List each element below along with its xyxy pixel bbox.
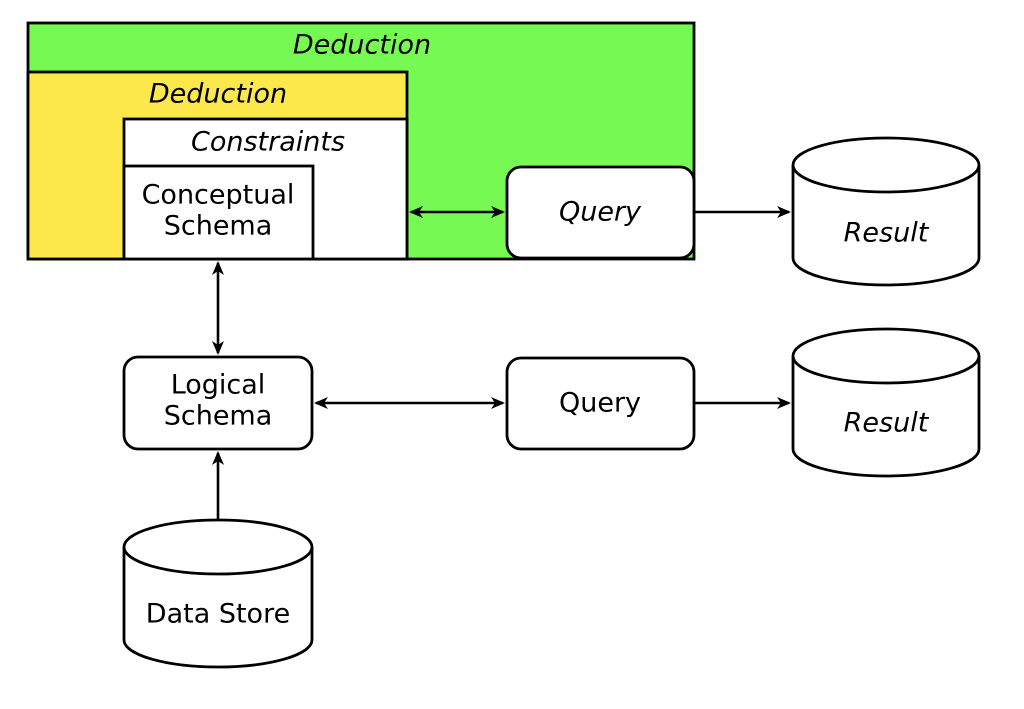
query-bottom-box: Query [505, 356, 696, 451]
result-top-label: Result [844, 218, 930, 249]
data-store-label: Data Store [146, 599, 290, 630]
logical-schema-rect [122, 355, 314, 451]
data-store-cylinder: Data Store [122, 518, 314, 669]
query-top-label: Query [559, 197, 642, 228]
data-store-lid [122, 518, 314, 576]
query-bottom-label: Query [559, 388, 641, 419]
result-top-cylinder: Result [791, 136, 981, 287]
conceptual-schema-label-line1: Conceptual [142, 180, 295, 211]
result-bottom-lid [791, 327, 981, 385]
conceptual-schema-box: Conceptual Schema [122, 164, 315, 261]
logical-schema-box: Logical Schema [122, 355, 314, 451]
constraints-label: Constraints [191, 127, 345, 158]
result-bottom-label: Result [844, 408, 930, 439]
query-top-box: Query [505, 165, 696, 260]
outer-deduction-label: Deduction [293, 30, 431, 61]
conceptual-schema-rect [122, 164, 315, 261]
data-store-body [122, 547, 314, 669]
result-top-lid [791, 136, 981, 194]
inner-deduction-label: Deduction [149, 79, 287, 110]
logical-schema-label-line2: Schema [164, 401, 273, 432]
result-top-body [791, 165, 981, 287]
logical-schema-label-line1: Logical [171, 370, 266, 401]
result-bottom-cylinder: Result [791, 327, 981, 478]
conceptual-schema-label-line2: Schema [164, 211, 273, 242]
result-bottom-body [791, 356, 981, 478]
